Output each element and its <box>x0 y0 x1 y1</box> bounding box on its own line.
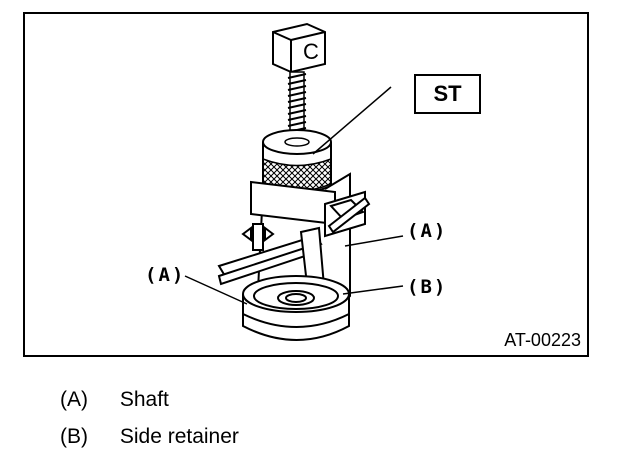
a-right-leader <box>344 235 404 247</box>
legend-text: Side retainer <box>119 425 239 448</box>
legend-key: (B) <box>60 425 88 448</box>
cross-bar-right <box>327 196 371 234</box>
top-knob: C <box>272 22 326 74</box>
illustration-frame: C <box>23 12 589 357</box>
legend-item: (A) Shaft <box>60 388 169 412</box>
legend-text: Shaft <box>119 388 169 411</box>
b-right-leader <box>342 285 404 295</box>
tool-illustration: C <box>184 22 404 341</box>
st-label: ST <box>414 74 481 114</box>
wing-bolt <box>241 223 275 251</box>
c-icon: C <box>303 39 319 64</box>
threaded-screw <box>287 71 307 139</box>
knurled-nut <box>262 129 332 194</box>
a-left-leader <box>184 275 248 305</box>
b-right-label: (B) <box>407 276 448 298</box>
st-leader <box>312 86 392 155</box>
a-right-label: (A) <box>407 220 448 242</box>
a-left-label: (A) <box>145 264 186 286</box>
legend-key: (A) <box>60 388 88 411</box>
side-retainer <box>242 275 350 341</box>
legend-item: (B) Side retainer <box>60 425 239 449</box>
figure-id: AT-00223 <box>504 330 581 350</box>
